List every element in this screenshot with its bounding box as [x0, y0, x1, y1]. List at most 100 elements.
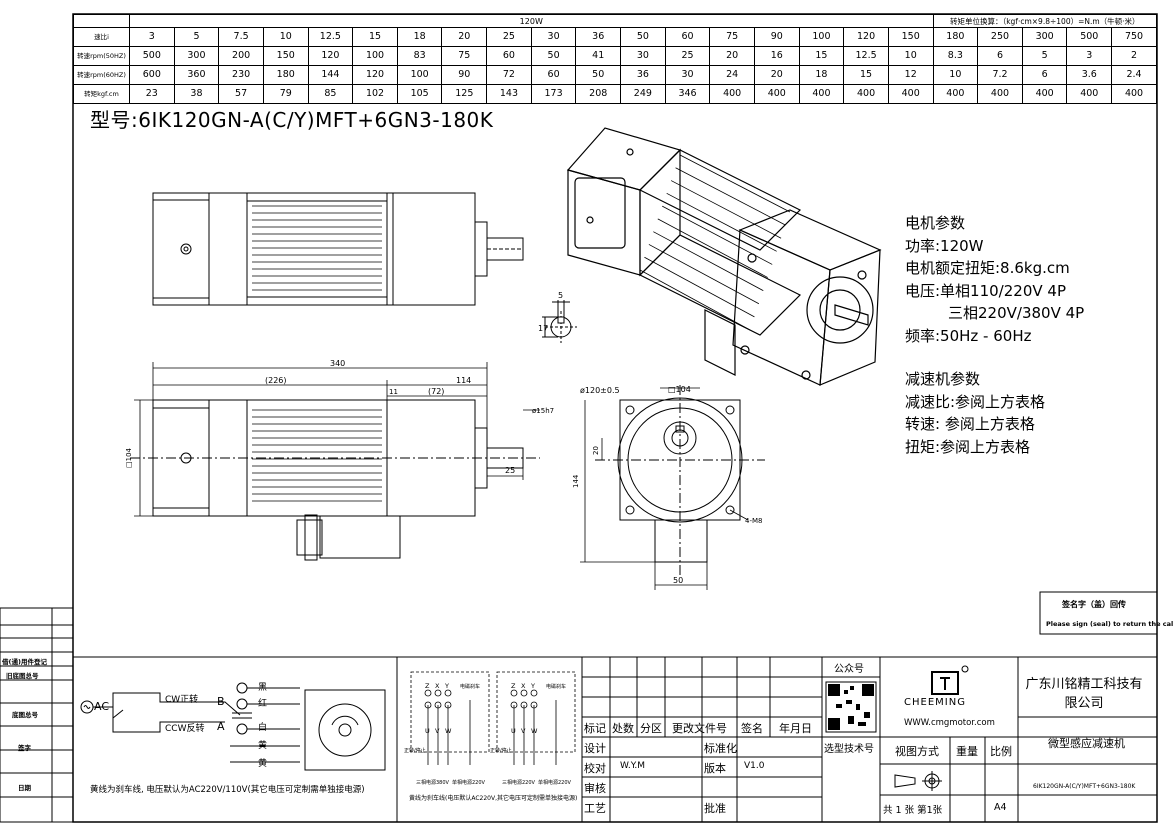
dim-17: 17 [538, 324, 548, 333]
signoff-box [1039, 591, 1158, 635]
model-number: 型号:6IK120GN-A(C/Y)MFT+6GN3-180K [90, 108, 494, 132]
svg-text:V: V [521, 727, 526, 735]
signoff-note: Please sign (seal) to return the call [1046, 620, 1173, 628]
svg-text:X: X [435, 682, 440, 690]
dim-144: 144 [572, 474, 580, 488]
tb-paper: A4 [994, 802, 1007, 813]
tb-design: 设计 [584, 742, 606, 755]
wiring-ac: AC [94, 700, 110, 713]
motor-torque: 电机额定扭矩:8.6kg.cm [905, 259, 1070, 277]
dim-5: 5 [558, 291, 563, 300]
svg-text:Y: Y [530, 682, 535, 690]
dim-72: (72) [428, 387, 444, 396]
motor-power: 功率:120W [905, 236, 984, 255]
tb-header-docno: 更改文件号 [672, 722, 727, 735]
svg-text:正转/停止: 正转/停止 [404, 747, 426, 754]
reducer-speed: 转速: 参阅上方表格 [905, 415, 1035, 433]
isometric-view [566, 127, 882, 386]
spec-cell: 400 [977, 84, 1023, 104]
wire-red: 红 [258, 699, 268, 709]
wire-yellow-1: 黄 [258, 741, 268, 751]
tb-company: 广东川铭精工科技有限公司 [1025, 677, 1143, 711]
side-view-bottom [130, 399, 540, 561]
spec-cell: 400 [887, 84, 934, 104]
fin-line [648, 244, 760, 305]
tb-header-date: 年月日 [779, 722, 812, 735]
wiring-note: 黄线为刹车线, 电压默认为AC220V/110V(其它电压可定制需单独接电源) [90, 785, 365, 795]
spec-cell: 400 [1111, 84, 1157, 104]
motor-params: 电机参数 功率:120W 电机额定扭矩:8.6kg.cm 电压:单相110/22… [905, 212, 1084, 347]
front-view [580, 385, 765, 590]
dim-104: □104 [125, 447, 133, 468]
svg-text:Z: Z [511, 682, 516, 690]
fin-line [679, 154, 791, 213]
shaft-section [542, 300, 577, 343]
tb-check-val: W.Y.M [620, 761, 646, 771]
reducer-params: 减速机参数 减速比:参阅上方表格 转速: 参阅上方表格 扭矩:参阅上方表格 [905, 368, 1045, 458]
wiring3-note: 黄线为刹车线(电压默认AC220V,其它电压可定制需单独接电源) [409, 795, 578, 802]
spec-row-label: 转矩kgf.cm [73, 84, 130, 104]
fin-line [675, 167, 786, 226]
tb-brand: CHEEMING [904, 697, 966, 708]
svg-text:Y: Y [444, 682, 449, 690]
dim-25: 25 [505, 466, 515, 475]
svg-text:电磁刹车: 电磁刹车 [460, 683, 480, 690]
spec-cell: 79 [262, 84, 309, 104]
svg-text:三相电源380V: 三相电源380V [416, 779, 450, 786]
wiring-3ph-labels: Z X Y 电磁刹车 Z X Y 电磁刹车 U V W U V W 正转/停止 … [404, 682, 572, 786]
dim-4m8: 4-M8 [745, 517, 762, 525]
spec-cell: 400 [1021, 84, 1068, 104]
wiring-ccw: CCW反转 [165, 724, 205, 734]
strip-label-3: 底图总号 [12, 711, 38, 719]
tb-review: 审核 [584, 782, 606, 795]
wiring-a: A [217, 720, 225, 733]
svg-text:正转/停止: 正转/停止 [490, 747, 512, 754]
svg-text:电磁刹车: 电磁刹车 [546, 683, 566, 690]
spec-cell: 400 [798, 84, 845, 104]
tb-header-sign: 签名 [741, 722, 763, 735]
tb-scale: 比例 [990, 745, 1012, 758]
tb-header-zone: 分区 [640, 722, 662, 735]
svg-text:U: U [425, 727, 430, 735]
svg-text:单相电源220V: 单相电源220V [538, 779, 572, 786]
signoff-title: 签名字（盖）回传 [1061, 599, 1126, 609]
tb-qr-label: 公众号 [834, 664, 864, 675]
cooling-fins-top [252, 205, 382, 291]
dim-15h7: ø15h7 [532, 407, 554, 415]
strip-label-2: 旧底图总号 [6, 672, 39, 680]
wiring-diagram-1 [80, 682, 386, 771]
outer-frame [72, 13, 1158, 823]
svg-text:Z: Z [425, 682, 430, 690]
tb-header-count: 处数 [612, 722, 634, 735]
motor-params-heading: 电机参数 [905, 214, 966, 232]
dim-114: 114 [456, 376, 471, 385]
dim-50: 50 [673, 576, 683, 585]
tb-approve: 批准 [704, 802, 726, 815]
cooling-fins-bottom [252, 409, 382, 502]
left-strip [0, 607, 74, 823]
strip-label-4: 签字 [18, 744, 31, 752]
motor-voltage-3ph: 三相220V/380V 4P [948, 304, 1085, 322]
spec-cell: 85 [307, 84, 354, 104]
svg-text:单相电源220V: 单相电源220V [452, 779, 486, 786]
tb-product: 微型感应减速机 [1048, 737, 1125, 750]
svg-text:X: X [521, 682, 526, 690]
wire-black: 黑 [258, 683, 268, 693]
tb-header-mark: 标记 [584, 722, 606, 735]
tb-craft: 工艺 [584, 802, 606, 815]
reducer-ratio: 减速比:参阅上方表格 [905, 392, 1046, 411]
tb-model-small: 6IK120GN-A(C/Y)MFT+6GN3-180K [1033, 783, 1136, 790]
tb-check: 校对 [584, 762, 606, 775]
svg-text:W: W [531, 727, 538, 735]
dims-side [134, 362, 540, 517]
fin-line [670, 180, 782, 239]
spec-cell: 208 [575, 84, 622, 104]
motor-voltage: 电压:单相110/220V 4P [905, 281, 1066, 300]
dim-120: ø120±0.5 [580, 386, 620, 395]
fin-line [639, 269, 751, 331]
svg-text:三相电源220V: 三相电源220V [502, 779, 536, 786]
